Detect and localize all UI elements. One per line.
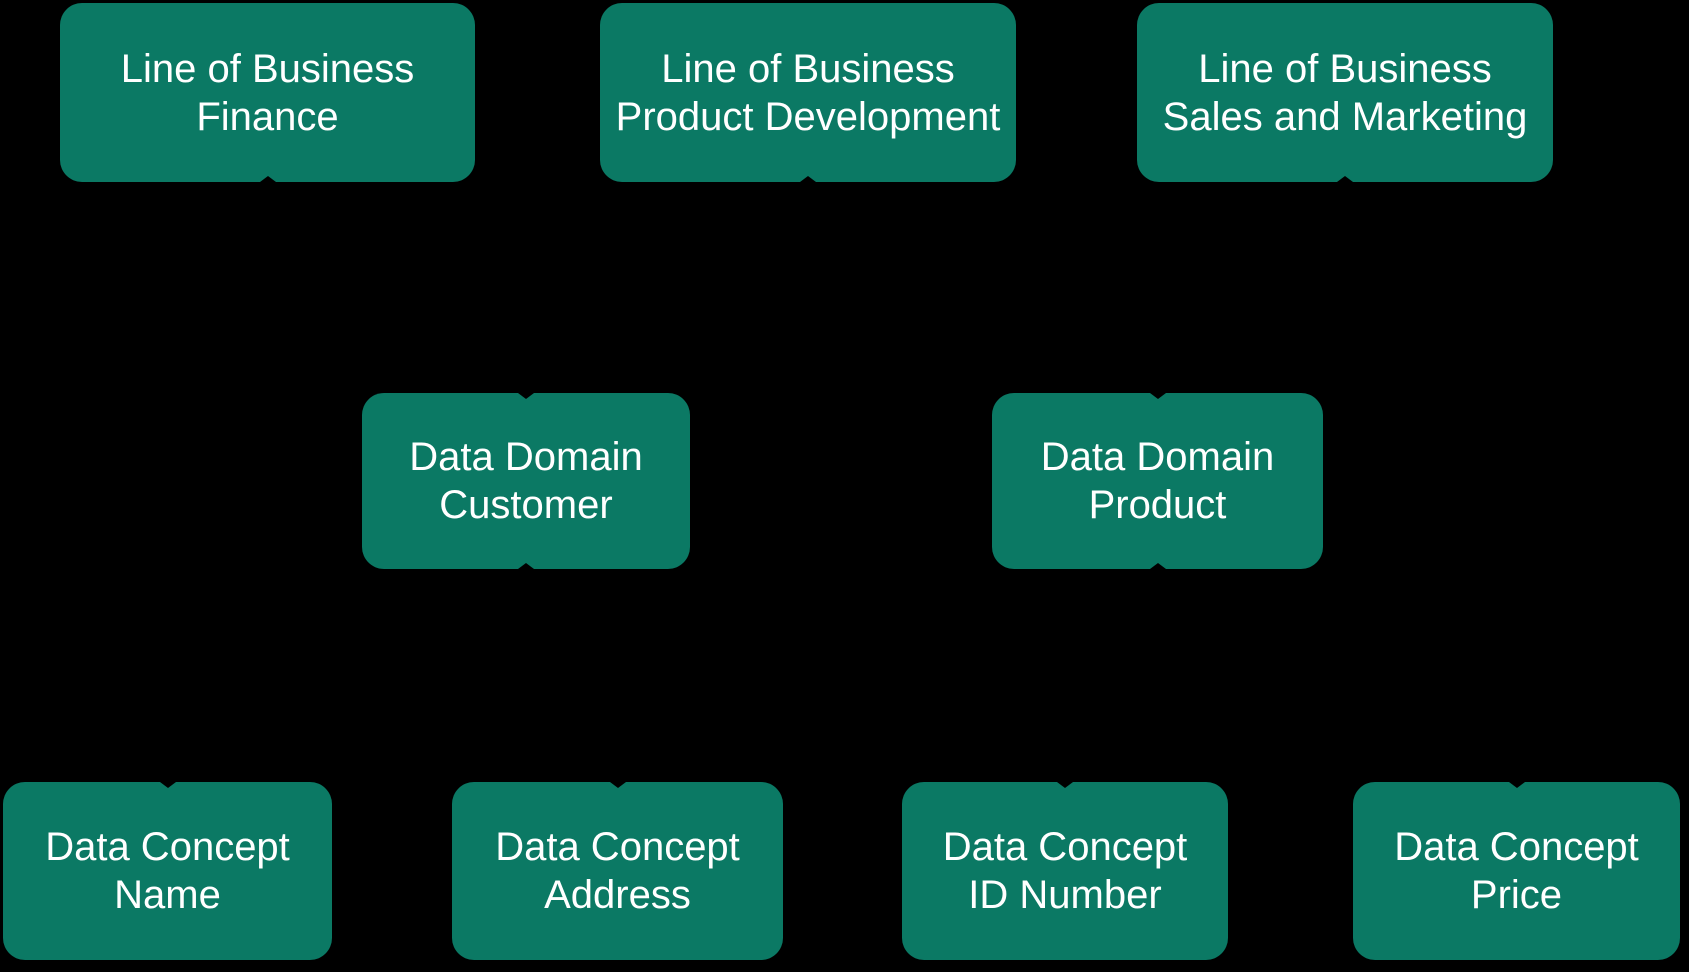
node-line-of-business-sales-and-marketing: Line of Business Sales and Marketing [1137, 3, 1553, 182]
connector-arrowhead-icon [1337, 176, 1353, 182]
connector-arrowhead-icon [159, 782, 176, 788]
node-label: Line of Business Product Development [615, 46, 1001, 139]
node-label: Data Domain Product [1040, 435, 1275, 527]
node-data-domain-product: Data Domain Product [992, 393, 1323, 569]
node-label: Data Concept Price [1394, 825, 1639, 917]
node-label: Data Concept Name [45, 825, 290, 917]
connector-arrowhead-icon [518, 393, 534, 399]
connector-arrowhead-icon [1508, 782, 1525, 788]
connector-arrowhead-icon [1057, 782, 1073, 788]
connector-arrowhead-icon [800, 176, 816, 182]
node-line-of-business-finance: Line of Business Finance [60, 3, 475, 182]
node-data-concept-id-number: Data Concept ID Number [902, 782, 1228, 960]
connector-arrowhead-icon [609, 782, 626, 788]
node-label: Data Domain Customer [409, 435, 643, 527]
node-data-concept-address: Data Concept Address [452, 782, 783, 960]
node-label: Data Concept Address [495, 825, 740, 917]
node-line-of-business-product-development: Line of Business Product Development [600, 3, 1016, 182]
node-label: Line of Business Finance [120, 46, 415, 139]
connector-arrowhead-icon [1149, 393, 1166, 399]
connector-arrowhead-icon [259, 176, 276, 182]
node-data-concept-name: Data Concept Name [3, 782, 332, 960]
connector-arrowhead-icon [518, 563, 534, 569]
node-data-concept-price: Data Concept Price [1353, 782, 1680, 960]
node-data-domain-customer: Data Domain Customer [362, 393, 690, 569]
node-label: Line of Business Sales and Marketing [1162, 46, 1528, 139]
connector-arrowhead-icon [1149, 563, 1166, 569]
node-label: Data Concept ID Number [942, 825, 1188, 917]
